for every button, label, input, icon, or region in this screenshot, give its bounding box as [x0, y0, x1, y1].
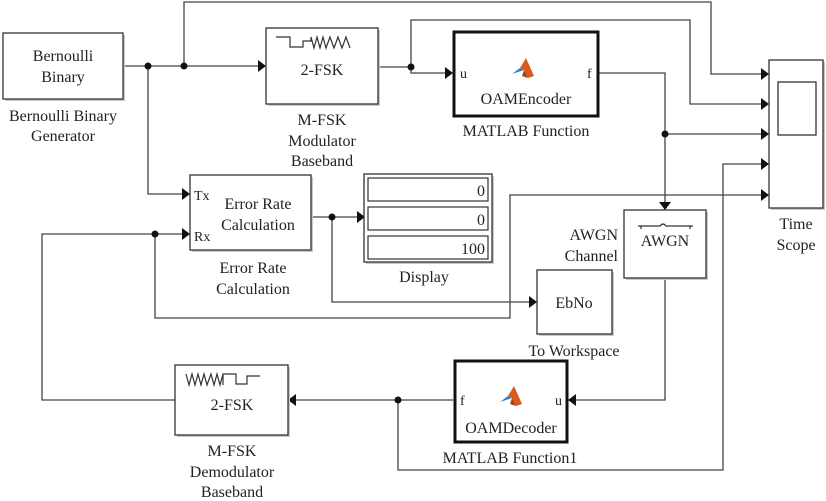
block-text: 2-FSK: [301, 62, 344, 79]
branch-point: [394, 396, 402, 404]
arrowhead: [568, 394, 576, 406]
wire-source-to-tx[interactable]: [147, 66, 182, 195]
display-field: [367, 177, 489, 202]
to-workspace-block[interactable]: EbNo: [536, 269, 614, 336]
oam-decoder-block[interactable]: f u OAMDecoder: [453, 359, 569, 444]
block-caption: Display: [399, 269, 449, 286]
block-caption: Demodulator: [190, 464, 275, 481]
branch-point: [661, 130, 669, 138]
signal-lines: [41, 1, 769, 471]
block-caption: Generator: [31, 128, 96, 145]
block-text: Error Rate: [224, 196, 291, 213]
matlab-logo-icon: [500, 386, 522, 406]
branch-point: [144, 62, 152, 70]
block-caption: MATLAB Function1: [443, 450, 578, 467]
arrowhead: [445, 67, 453, 79]
block-caption: AWGN: [570, 227, 619, 244]
display-value-bits: 100: [461, 241, 485, 258]
block-text: Binary: [41, 69, 85, 86]
awgn-channel-block[interactable]: AWGN: [623, 209, 708, 280]
port-label-f: f: [460, 394, 465, 409]
arrowhead: [258, 60, 266, 72]
wire-demod-to-rx[interactable]: [41, 233, 182, 401]
port-label-u: u: [460, 67, 467, 82]
error-rate-block[interactable]: Tx Rx Error Rate Calculation: [189, 174, 313, 252]
block-text: 2-FSK: [211, 397, 254, 414]
block-text: Bernoulli: [33, 48, 94, 65]
mfsk-modulator-block[interactable]: 2-FSK: [265, 27, 380, 106]
branch-point: [180, 62, 188, 70]
display-field: [367, 235, 489, 260]
wire-errorrate-to-workspace[interactable]: [331, 217, 529, 303]
block-text: OAMEncoder: [481, 91, 572, 108]
wire-awgn-to-decoder[interactable]: [576, 278, 666, 401]
block-caption: M-FSK: [298, 112, 347, 129]
wire-rx-to-scope-5[interactable]: [154, 194, 762, 319]
block-caption: Baseband: [291, 153, 353, 170]
display-block[interactable]: 0 0 100: [363, 173, 494, 264]
arrowhead: [182, 188, 190, 200]
matlab-logo-icon: [512, 58, 534, 78]
fsk-waveform-icon: [185, 371, 260, 388]
block-caption: Time: [779, 216, 812, 233]
block-caption: M-FSK: [208, 443, 257, 460]
arrowhead: [761, 158, 769, 170]
scope-screen-icon: [777, 81, 817, 136]
block-caption: Calculation: [216, 281, 290, 298]
wire-source-to-scope-1[interactable]: [183, 1, 762, 75]
arrowhead: [761, 128, 769, 140]
wire-encoder-to-awgn[interactable]: [598, 72, 666, 202]
port-label-f: f: [587, 67, 592, 82]
block-caption: Modulator: [288, 133, 356, 150]
branch-point: [151, 230, 159, 238]
arrowhead: [761, 98, 769, 110]
block-caption: Error Rate: [219, 260, 286, 277]
branch-point: [407, 63, 415, 71]
arrowhead: [357, 211, 365, 223]
port-label-rx: Rx: [194, 230, 210, 245]
block-text: Calculation: [221, 217, 295, 234]
block-caption: MATLAB Function: [463, 123, 590, 140]
oam-encoder-block[interactable]: u f OAMEncoder: [452, 30, 600, 118]
fsk-waveform-icon: [276, 34, 351, 51]
arrowhead: [182, 228, 190, 240]
display-value-errors: 0: [477, 212, 485, 229]
block-caption: To Workspace: [528, 343, 619, 360]
block-caption: Scope: [776, 237, 815, 254]
port-label-u: u: [555, 394, 562, 409]
block-text: OAMDecoder: [465, 420, 557, 437]
arrowhead: [761, 68, 769, 80]
noise-channel-icon: [638, 223, 693, 229]
bernoulli-binary-block[interactable]: Bernoulli Binary: [2, 32, 125, 101]
block-text: EbNo: [555, 295, 592, 312]
display-field: [367, 206, 489, 231]
wire-modulated-to-scope-2[interactable]: [410, 19, 762, 105]
time-scope-block[interactable]: [768, 59, 825, 210]
block-caption: Baseband: [201, 484, 263, 501]
wire-decoder-to-scope-4[interactable]: [397, 163, 762, 471]
display-value-error-rate: 0: [477, 183, 485, 200]
arrowhead: [659, 202, 671, 210]
arrowhead: [761, 189, 769, 201]
mfsk-demodulator-block[interactable]: 2-FSK: [174, 364, 290, 437]
branch-point: [328, 213, 336, 221]
block-caption: Bernoulli Binary: [9, 108, 117, 125]
block-text: AWGN: [641, 233, 690, 250]
arrowhead: [529, 296, 537, 308]
arrowhead: [288, 394, 296, 406]
port-label-tx: Tx: [194, 189, 210, 204]
block-caption: Channel: [565, 248, 619, 265]
